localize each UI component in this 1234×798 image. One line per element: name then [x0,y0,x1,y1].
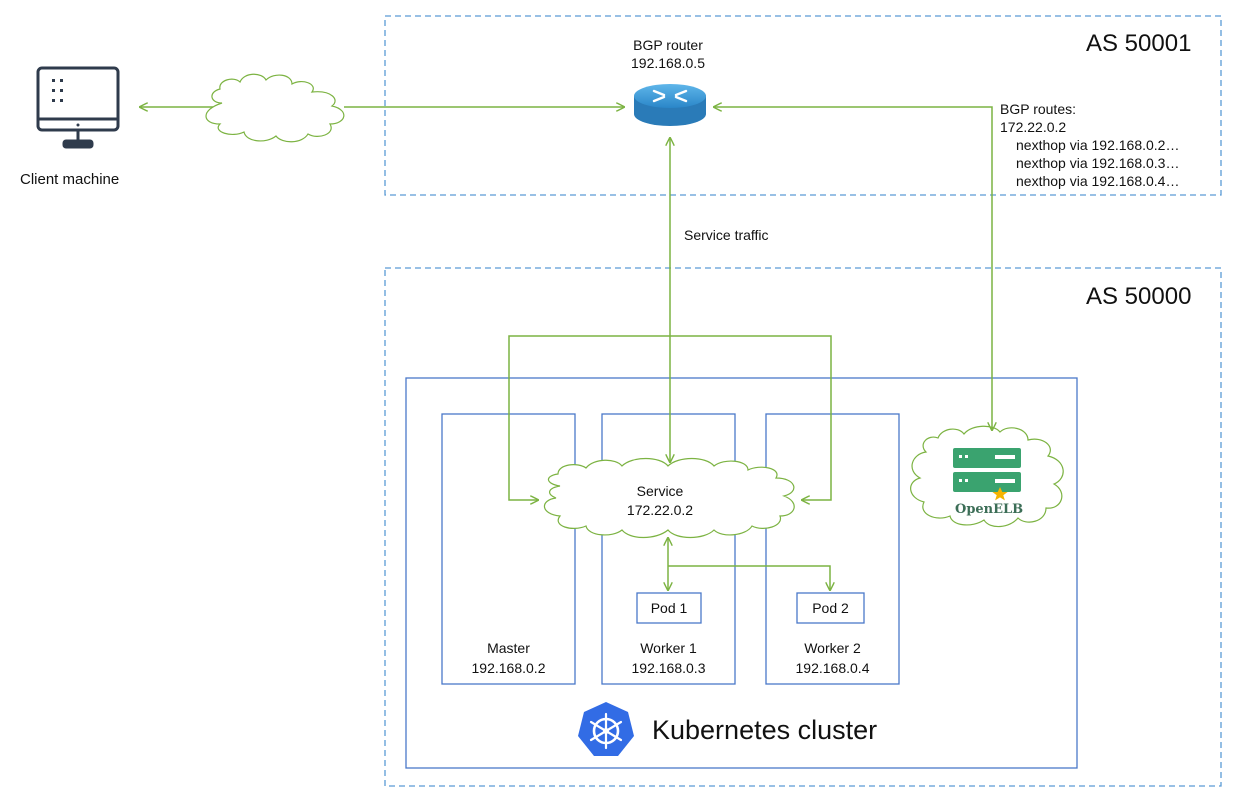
as-50001-label: AS 50001 [1086,30,1192,57]
bgp-nexthop: nexthop via 192.168.0.2… [1016,137,1180,153]
node-name: Master [487,640,530,656]
kubernetes-cluster-label: Kubernetes cluster [652,715,878,745]
pod1-box [636,592,702,624]
bgp-nexthop: nexthop via 192.168.0.4… [1016,173,1180,189]
bgp-routes-text: BGP routes: 172.22.0.2 nexthop via 192.1… [1000,100,1179,190]
worker2-node-arrow [670,335,832,500]
as-50000-region [384,267,1222,787]
master-node-arrow [508,335,670,500]
pod2-box [796,592,865,624]
pod1-label: Pod 1 [650,600,688,616]
pod2-arrow [668,565,830,590]
bgp-nexthop: nexthop via 192.168.0.3… [1016,155,1180,171]
worker2-node-label: Worker 2 192.168.0.4 [766,638,899,678]
pod2-label: Pod 2 [812,600,849,616]
bgp-route-arrow [714,107,992,430]
monitor-icon [36,66,120,149]
service-name: Service [636,483,684,499]
monitor-screen-dots [52,79,63,102]
as-50000-label: AS 50000 [1086,283,1192,310]
openelb-label: OpenELB [955,502,1024,517]
internet-cloud-icon [205,73,345,143]
node-ip: 192.168.0.2 [471,660,546,676]
node-ip: 192.168.0.4 [795,660,870,676]
router-name: BGP router [633,37,703,53]
router-ip: 192.168.0.5 [631,55,705,71]
bgp-routes-prefix: 172.22.0.2 [1000,119,1067,135]
router-icon [634,84,706,126]
node-name: Worker 2 [804,640,861,656]
master-node-label: Master 192.168.0.2 [442,638,575,678]
client-label: Client machine [20,171,120,188]
node-name: Worker 1 [640,640,697,656]
service-traffic-label: Service traffic [684,227,769,243]
service-cloud-icon [543,457,795,539]
bgp-routes-title: BGP routes: [1000,101,1077,117]
service-ip: 172.22.0.2 [626,502,694,518]
worker1-node-label: Worker 1 192.168.0.3 [602,638,735,678]
kubernetes-helm-icon [578,702,634,756]
openelb-server-icon [953,448,1021,501]
node-ip: 192.168.0.3 [631,660,706,676]
